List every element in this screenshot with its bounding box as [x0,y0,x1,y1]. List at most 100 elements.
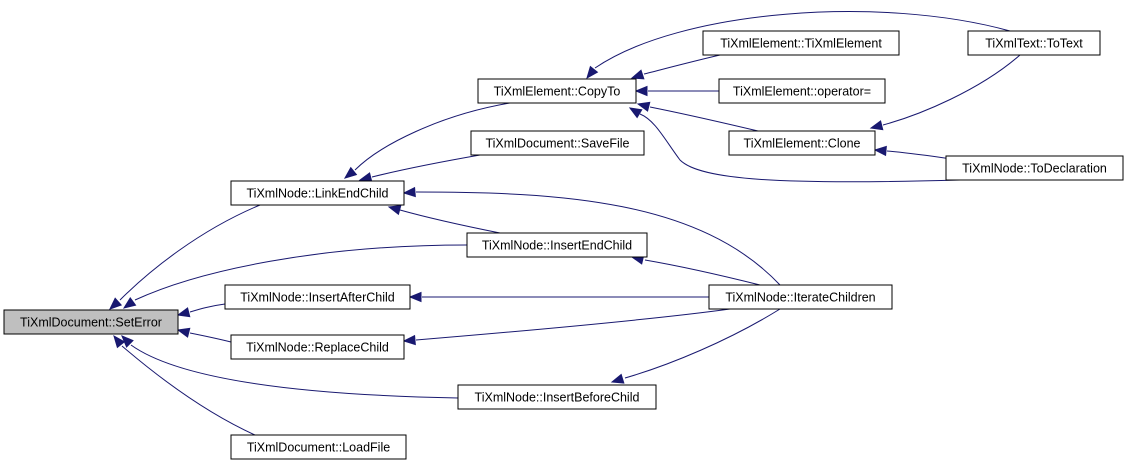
edge-n13-n5 [586,11,1011,80]
node-tixmldocument-loadfile[interactable]: TiXmlDocument::LoadFile [230,434,407,460]
edge-line [189,303,226,313]
node-box [230,434,407,460]
node-box [470,130,645,156]
node-tixmlnode-insertendchild[interactable]: TiXmlNode::InsertEndChild [466,232,648,258]
edge-n7-n1 [387,204,501,234]
edge-n12-n7 [630,254,761,286]
arrowhead-icon [387,204,402,216]
node-label: TiXmlNode::ReplaceChild [246,341,389,355]
edge-line [189,332,232,343]
edge-line [371,154,481,178]
node-label: TiXmlNode::InsertEndChild [482,239,632,253]
node-tixmlnode-insertbeforechild[interactable]: TiXmlNode::InsertBeforeChild [457,384,657,410]
node-tixmlnode-todeclaration[interactable]: TiXmlNode::ToDeclaration [945,155,1124,181]
edge-n12-n1 [402,186,781,286]
edge-n7-n0 [122,244,468,309]
arrowhead-icon [634,85,648,97]
edge-n5-n1 [343,102,511,179]
node-box [477,78,637,104]
node-box [224,284,411,310]
edge-n13-n11 [869,54,1021,131]
edge-line [354,102,511,171]
node-tixmlelement-copyto[interactable]: TiXmlElement::CopyTo [477,78,637,104]
node-label: TiXmlDocument::SetError [20,316,162,330]
arrowhead-icon [636,101,651,112]
edge-line [130,344,459,399]
arrowhead-icon [630,69,645,80]
node-label: TiXmlNode::IterateChildren [725,291,875,305]
edge-line [121,345,256,436]
edge-layer [109,11,1021,436]
edge-line [594,11,1011,69]
node-tixmlnode-iteratechildren[interactable]: TiXmlNode::IterateChildren [708,284,893,310]
node-label: TiXmlNode::InsertAfterChild [240,291,394,305]
edge-n3-n0 [176,327,232,343]
node-box [967,30,1101,56]
edge-n11-n5 [636,101,759,132]
arrowhead-icon [873,145,887,157]
edge-n14-n5 [628,107,961,183]
node-tixmlnode-linkendchild[interactable]: TiXmlNode::LinkEndChild [230,180,405,206]
edge-line [415,308,731,341]
node-tixmlnode-insertafterchild[interactable]: TiXmlNode::InsertAfterChild [224,284,411,310]
arrowhead-icon [628,107,643,119]
node-box [230,334,405,360]
arrowhead-icon [402,186,416,198]
node-label: TiXmlElement::TiXmlElement [720,37,882,51]
edge-line [134,244,468,301]
node-box [708,284,893,310]
edge-n12-n2 [408,291,709,303]
node-box [457,384,657,410]
edge-n10-n5 [634,85,719,97]
node-label: TiXmlNode::ToDeclaration [962,162,1107,176]
edge-line [649,106,759,132]
node-label: TiXmlElement::CopyTo [494,85,621,99]
node-box [718,78,886,104]
node-box [3,309,179,335]
edge-line [415,191,781,286]
edge-n9-n5 [630,54,721,80]
arrowhead-icon [402,334,416,346]
node-label: TiXmlElement::Clone [744,137,861,151]
arrowhead-icon [586,65,599,80]
node-box [466,232,648,258]
node-label: TiXmlNode::InsertBeforeChild [475,391,640,405]
node-label: TiXmlDocument::SaveFile [485,137,629,151]
node-tixmltext-totext[interactable]: TiXmlText::ToText [967,30,1101,56]
edge-n2-n0 [176,303,226,318]
arrowhead-icon [610,373,625,384]
edge-n4-n0 [113,334,256,436]
edge-line [624,308,781,379]
node-box [945,155,1124,181]
edge-line [882,54,1021,126]
node-tixmldocument-savefile[interactable]: TiXmlDocument::SaveFile [470,130,645,156]
arrowhead-icon [343,166,358,179]
arrowhead-icon [122,296,137,309]
node-tixmlelement-clone[interactable]: TiXmlElement::Clone [728,130,876,156]
node-label: TiXmlDocument::LoadFile [247,441,390,455]
node-tixmlelement-tixmlelement[interactable]: TiXmlElement::TiXmlElement [702,30,900,56]
arrowhead-icon [869,120,884,131]
edge-n1-n0 [109,204,261,310]
arrowhead-icon [109,297,123,310]
node-tixmlelement-operator[interactable]: TiXmlElement::operator= [718,78,886,104]
edge-n12-n3 [402,308,731,346]
node-tixmlnode-replacechild[interactable]: TiXmlNode::ReplaceChild [230,334,405,360]
node-label: TiXmlElement::operator= [733,85,871,99]
arrowhead-icon [113,334,126,349]
node-label: TiXmlNode::LinkEndChild [247,187,389,201]
edge-n12-n8 [610,308,781,384]
edge-line [643,54,721,75]
node-tixmldocument-seterror[interactable]: TiXmlDocument::SetError [3,309,179,335]
arrowhead-icon [176,327,191,338]
edge-line [639,113,961,183]
edge-line [119,204,261,301]
node-box [728,130,876,156]
arrowhead-icon [358,172,373,183]
edge-line [644,259,761,286]
edge-line [399,209,501,234]
arrowhead-icon [176,307,191,318]
node-box [230,180,405,206]
node-box [702,30,900,56]
